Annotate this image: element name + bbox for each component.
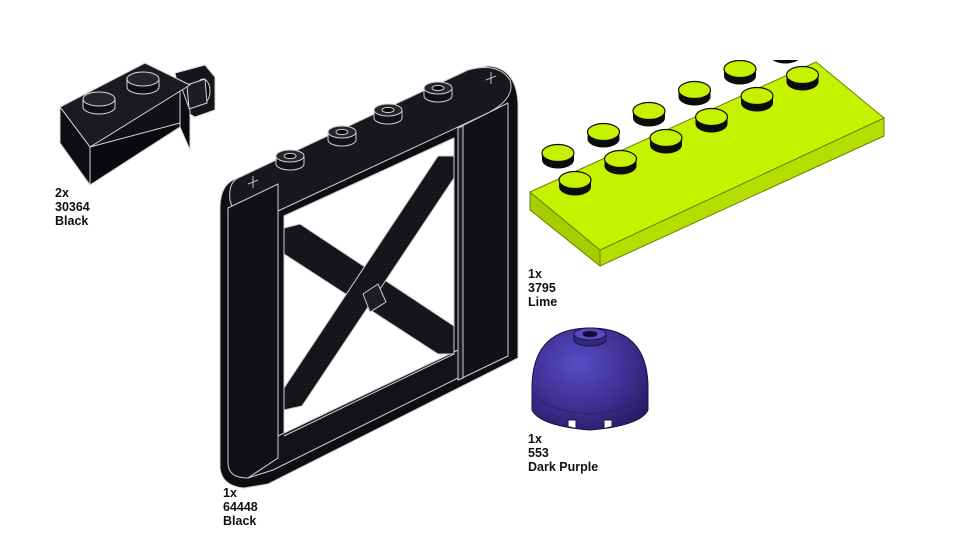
hinge-brick-color: Black	[55, 214, 89, 228]
plate-stud-side	[772, 60, 799, 64]
plate-stud-top	[723, 60, 757, 79]
support-frame-number: 64448	[223, 500, 258, 514]
brick-1x2-hinge-icon	[59, 62, 216, 186]
hinge-brick-number: 30364	[55, 200, 90, 214]
plate-stud-top	[558, 170, 592, 190]
dome-brick-color: Dark Purple	[528, 460, 599, 474]
plate-label: 1x 3795 Lime	[528, 267, 557, 309]
dome-brick-number: 553	[528, 446, 549, 460]
plate-2x6-icon	[529, 60, 885, 268]
hinge-brick-quantity: 2x	[55, 186, 69, 200]
dome-brick-quantity: 1x	[528, 432, 542, 446]
hinge-brick-label: 2x 30364 Black	[55, 186, 90, 228]
plate-stud-top	[785, 65, 820, 85]
plate-studs	[541, 60, 820, 196]
plate-stud-top	[740, 86, 774, 106]
round-dome-brick-icon	[531, 327, 649, 431]
support-frame-label: 1x 64448 Black	[223, 486, 258, 528]
support-frame-quantity: 1x	[223, 486, 237, 500]
plate-stud-top	[541, 143, 575, 163]
plate-number: 3795	[528, 281, 556, 295]
plate-color: Lime	[528, 295, 558, 309]
plate-stud-top	[694, 107, 729, 127]
plate-stud-top	[603, 149, 638, 169]
dome-brick-label: 1x 553 Dark Purple	[528, 432, 598, 474]
plate-stud-top	[586, 122, 621, 142]
plate-stud-top	[649, 128, 683, 148]
plate-stud-top	[632, 101, 666, 121]
support-frame-color: Black	[223, 514, 257, 528]
plate-stud-top	[677, 80, 712, 100]
support-frame-6x6-icon	[219, 65, 519, 489]
plate-quantity: 1x	[528, 267, 542, 281]
